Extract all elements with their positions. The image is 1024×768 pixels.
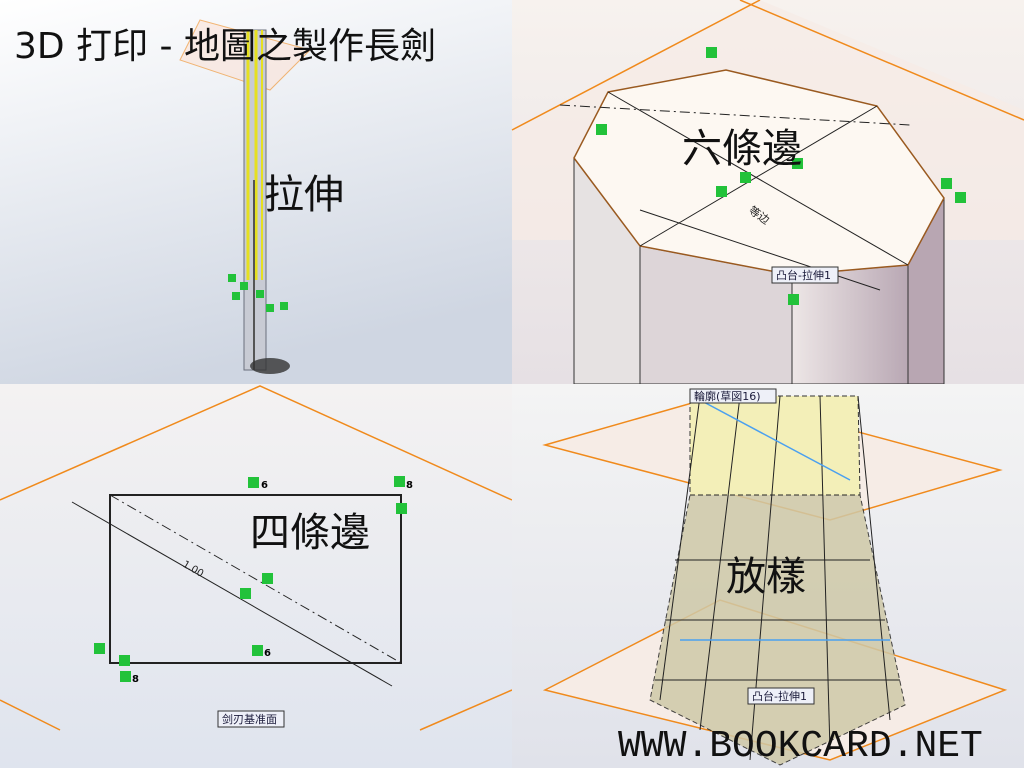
plane-tag: 剑刃基准面 — [222, 712, 277, 726]
caption-loft: 放樣 — [726, 554, 806, 600]
relation-count-corner: 8 — [132, 674, 139, 685]
panel-hexagon: 等边 六條邊 凸台-拉伸1 — [511, 0, 1024, 385]
relation-icons — [228, 274, 288, 312]
profile-tag: 輪廓(草図16) — [694, 389, 761, 403]
plane-edge — [511, 0, 761, 131]
top-profile — [689, 395, 861, 496]
relation-icons — [94, 476, 407, 682]
watermark: WWW.BOOKCARD.NET — [618, 725, 983, 768]
plane-tag-box[interactable] — [217, 710, 285, 728]
shadow — [250, 358, 290, 374]
relation-count-bottom: 6 — [264, 648, 271, 659]
relation-count-top: 6 — [261, 480, 268, 491]
panel-loft: 放樣 輪廓(草図16) 凸台-拉伸1 — [512, 384, 1024, 768]
plane-edge — [0, 385, 513, 501]
feature-tag-box[interactable] — [747, 687, 815, 705]
page-title: 3D 打印 - 地圖之製作長劍 — [14, 26, 436, 67]
caption-hexagon: 六條邊 — [682, 126, 802, 172]
feature-tag: 凸台-拉伸1 — [776, 268, 831, 282]
caption-extrude: 拉伸 — [264, 172, 344, 218]
panel-rectangle: 1.00 6 6 8 8 四條邊 剑刃基准面 — [0, 384, 513, 768]
rectangle-sketch — [109, 494, 402, 664]
profile-tag-box[interactable] — [689, 388, 777, 404]
loft-body — [649, 494, 906, 766]
feature-tag: 凸台-拉伸1 — [752, 689, 807, 703]
relation-count-corner: 8 — [406, 480, 413, 491]
loft-mesh — [655, 395, 900, 761]
relation-icons — [596, 47, 966, 305]
panel-extrude: 拉伸 — [0, 0, 512, 384]
caption-rectangle: 四條邊 — [250, 510, 370, 556]
feature-tag-box[interactable] — [771, 266, 839, 284]
